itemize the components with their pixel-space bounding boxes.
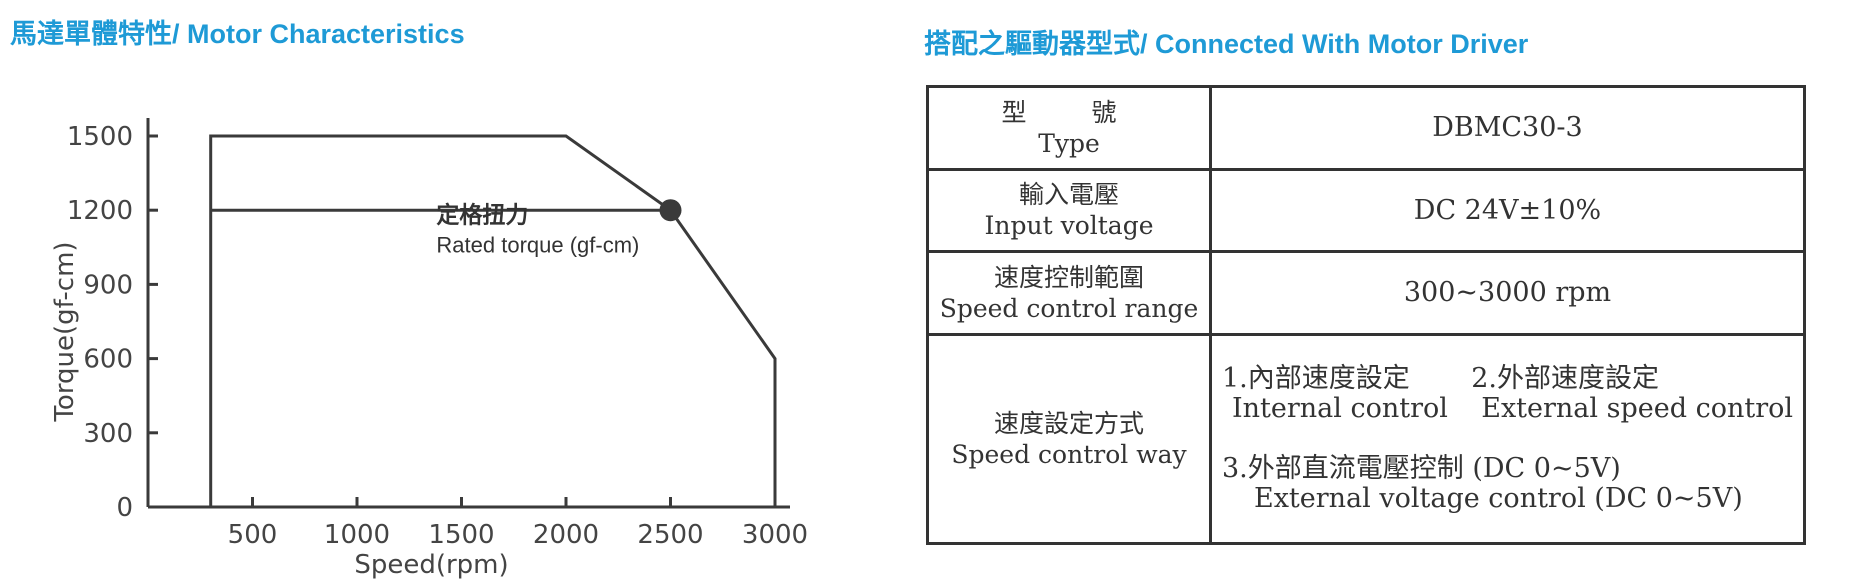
input-voltage-label-cn: 輸入電壓 (1018, 180, 1119, 210)
torque-curve-line (209, 134, 777, 507)
torque-speed-chart: 0 300 600 900 1200 1500 500 1000 1500 2000 2500 300… (50, 118, 808, 580)
rated-torque-point (659, 199, 682, 222)
x-tick-label-2500: 2500 (637, 520, 703, 550)
type-value: DBMC30-3 (1209, 85, 1806, 171)
speed-range-value: 300~3000 rpm (1209, 250, 1806, 336)
type-label-cn: 型 號 (1001, 97, 1137, 127)
x-tick-label-2000: 2000 (533, 520, 599, 550)
y-tick-label-900: 900 (83, 270, 133, 300)
table-row-control-way: 速度設定方式 Speed control way 1.內部速度設定 Intern… (926, 332, 1806, 545)
rated-torque-annotation-en: Rated torque (gf-cm) (436, 233, 639, 258)
x-tick-label-500: 500 (228, 520, 278, 550)
speed-range-label: 速度控制範圍 Speed control range (926, 250, 1212, 336)
external-speed-en: External speed control (1481, 392, 1793, 424)
external-voltage-option: 3.外部直流電壓控制 (DC 0~5V) External voltage co… (1222, 452, 1793, 514)
x-tick-label-1500: 1500 (428, 520, 494, 550)
input-voltage-label-en: Input voltage (984, 211, 1154, 241)
speed-range-label-en: Speed control range (939, 293, 1199, 323)
x-axis-label: Speed(rpm) (354, 550, 508, 580)
type-label-en: Type (1038, 128, 1100, 158)
control-way-label-en: Speed control way (951, 439, 1187, 469)
y-tick-label-0: 0 (116, 493, 133, 523)
external-voltage-cn: 3.外部直流電壓控制 (DC 0~5V) (1222, 452, 1621, 484)
motor-characteristics-title: 馬達單體特性/ Motor Characteristics (10, 19, 465, 49)
y-axis-label: Torque(gf-cm) (50, 241, 80, 422)
table-row-speed-range: 速度控制範圍 Speed control range 300~3000 rpm (926, 250, 1806, 336)
y-tick-label-600: 600 (83, 345, 133, 375)
y-tick-label-1500: 1500 (67, 122, 133, 152)
y-tick-label-1200: 1200 (67, 196, 133, 226)
internal-control-option: 1.內部速度設定 Internal control (1222, 362, 1448, 424)
control-way-options: 1.內部速度設定 Internal control 2.外部速度設定 Exter… (1222, 362, 1793, 424)
external-voltage-en: External voltage control (DC 0~5V) (1254, 482, 1743, 514)
y-tick-label-300: 300 (83, 419, 133, 449)
rated-torque-annotation-cn: 定格扭力 (436, 202, 528, 229)
x-tick-label-1000: 1000 (324, 520, 390, 550)
speed-range-label-cn: 速度控制範圍 (993, 262, 1144, 292)
internal-control-cn: 1.內部速度設定 (1222, 362, 1410, 394)
control-way-label-cn: 速度設定方式 (993, 408, 1144, 438)
internal-control-en: Internal control (1232, 392, 1448, 424)
control-way-label: 速度設定方式 Speed control way (926, 332, 1212, 545)
connected-driver-title: 搭配之驅動器型式/ Connected With Motor Driver (924, 29, 1529, 59)
x-tick-label-3000: 3000 (742, 520, 808, 550)
control-way-value: 1.內部速度設定 Internal control 2.外部速度設定 Exter… (1209, 332, 1806, 545)
input-voltage-value: DC 24V±10% (1209, 167, 1806, 253)
table-row-input-voltage: 輸入電壓 Input voltage DC 24V±10% (926, 167, 1806, 253)
external-speed-option: 2.外部速度設定 External speed control (1471, 362, 1793, 424)
type-label: 型 號 Type (926, 85, 1212, 171)
table-row-type: 型 號 Type DBMC30-3 (926, 85, 1806, 171)
driver-spec-table: 型 號 Type DBMC30-3 輸入電壓 Input voltage DC … (926, 85, 1806, 545)
external-speed-cn: 2.外部速度設定 (1471, 362, 1659, 394)
input-voltage-label: 輸入電壓 Input voltage (926, 167, 1212, 253)
